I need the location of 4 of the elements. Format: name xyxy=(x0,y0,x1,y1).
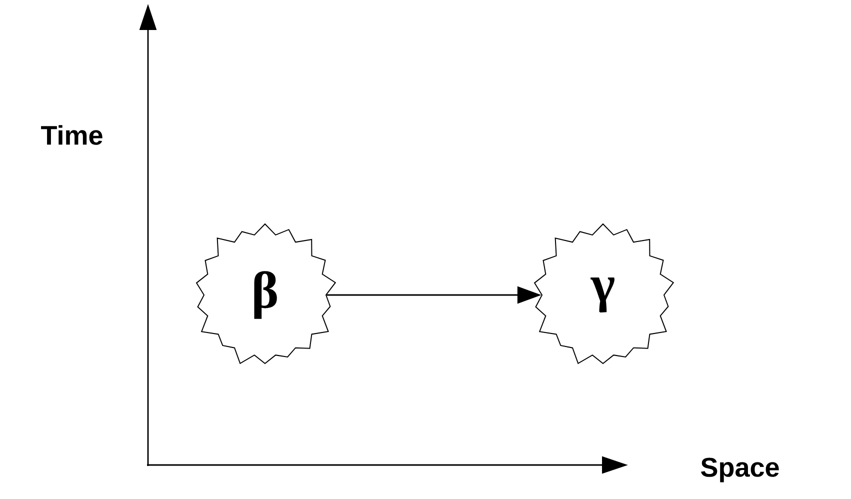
axis-label: Space xyxy=(701,458,779,482)
axis-label: Time xyxy=(41,125,102,145)
starburst: γ xyxy=(534,223,674,364)
starburst: β xyxy=(196,223,336,364)
